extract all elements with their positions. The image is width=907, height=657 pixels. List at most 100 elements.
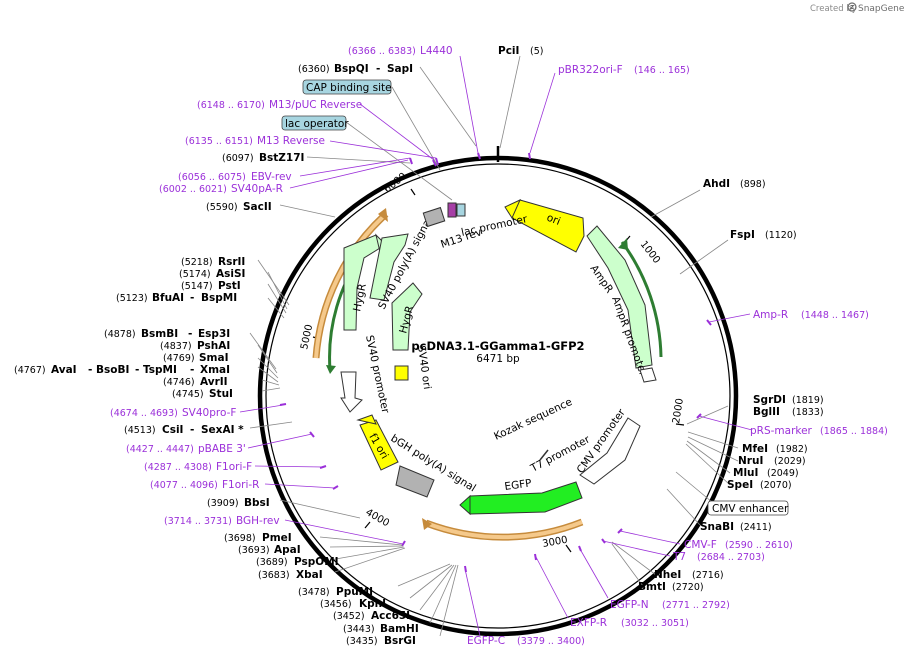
credit-brand: SnapGene xyxy=(858,4,905,14)
primer-prs-marker-name: pRS-marker xyxy=(750,425,813,437)
enzyme-bsrgi-pos: (3435) xyxy=(346,636,378,647)
enzyme-group-b: BspMI xyxy=(201,292,237,304)
enzyme-kpni-pos: (3456) xyxy=(320,599,352,610)
enzyme-ppumi-pos: (3478) xyxy=(298,587,330,598)
enzyme-triple-sep2: - xyxy=(135,364,139,376)
enzyme-group-pos: (4878) xyxy=(104,329,136,340)
enzyme-group-b: Esp3I xyxy=(198,328,230,340)
enzyme-bstz17i-pos: (6097) xyxy=(222,153,254,164)
primer-t7-range: (2684 .. 2703) xyxy=(697,552,765,563)
cmv-enhancer-label: CMV enhancer xyxy=(712,503,789,515)
primer-sv40pro-f-range: (4674 .. 4693) xyxy=(110,408,178,419)
feature-grey-box xyxy=(422,206,446,228)
cmv-enhancer-box: CMV enhancer xyxy=(707,500,789,516)
enzyme-sgrdi-name: SgrDI xyxy=(753,394,786,406)
tick-label-2000: 2000 xyxy=(671,398,686,425)
enzyme-fspi-name: FspI xyxy=(730,229,755,241)
cap-binding-site-box: CAP binding site xyxy=(302,79,392,95)
enzyme-group-pos: (5123) xyxy=(116,293,148,304)
enzyme-bstz17i-name: BstZ17I xyxy=(259,152,304,164)
primer-pbr322ori-f-name: pBR322ori-F xyxy=(558,64,623,76)
primer-leader-lines xyxy=(239,55,753,637)
enzyme-apai-name: ApaI xyxy=(274,544,301,556)
enzyme-xbai-pos: (3683) xyxy=(258,570,290,581)
tick-label-5000: 5000 xyxy=(299,323,315,350)
feature-ampr-shape xyxy=(586,225,653,369)
feature-bgh-shape xyxy=(395,465,435,498)
enzyme-ahdi-name: AhdI xyxy=(703,178,730,190)
enzyme-pcii-name: PciI xyxy=(498,45,519,57)
feature-lacop-box xyxy=(456,203,466,217)
feature-sv40-promoter-shape xyxy=(340,371,363,413)
primer-egfp-c-range: (3379 .. 3400) xyxy=(517,636,585,647)
enzyme-xbai-name: XbaI xyxy=(296,569,323,581)
primer-bghrev-name: BGH-rev xyxy=(236,515,280,527)
enzyme-group-a: CsiI xyxy=(162,424,183,436)
primer-f1ori-r-range: (4077 .. 4096) xyxy=(150,480,218,491)
tick-label-3000: 3000 xyxy=(542,535,569,550)
enzyme-psti-name: PstI xyxy=(218,280,241,292)
enzyme-labels: PciI (5) AhdI (898) FspI (1120) SgrDI (1… xyxy=(498,45,824,593)
enzyme-rsrii-name: RsrII xyxy=(218,256,245,268)
enzyme-bsrgi-name: BsrGI xyxy=(384,635,416,647)
enzyme-nhei-name: NheI xyxy=(654,569,681,581)
enzyme-bmti-pos: (2720) xyxy=(672,582,704,593)
enzyme-triple-b: BsoBI xyxy=(96,364,129,376)
primer-l4440-name: L4440 xyxy=(420,45,453,57)
enzyme-group-pos: (6360) xyxy=(298,64,330,75)
primer-pbabe3-range: (4427 .. 4447) xyxy=(126,444,194,455)
enzyme-mlui-name: MluI xyxy=(733,467,758,479)
enzyme-triple-d: XmaI xyxy=(200,364,230,376)
enzyme-spei-pos: (2070) xyxy=(760,480,792,491)
enzyme-spei-name: SpeI xyxy=(727,479,753,491)
snapgene-logo-icon xyxy=(847,2,857,12)
primer-f1ori-f-range: (4287 .. 4308) xyxy=(144,462,212,473)
enzyme-acc65i-pos: (3452) xyxy=(333,611,365,622)
primer-f1ori-f-name: F1ori-F xyxy=(216,461,252,473)
plasmid-length: 6471 bp xyxy=(476,353,520,365)
primer-sv40par-name: SV40pA-R xyxy=(231,183,283,195)
feature-kozak-label: Kozak sequence xyxy=(492,396,574,443)
primer-m13puc-range: (6148 .. 6170) xyxy=(197,100,265,111)
enzyme-smai-pos: (4769) xyxy=(163,353,195,364)
enzyme-ahdi-pos: (898) xyxy=(740,179,766,190)
enzyme-triple-pos: (4767) xyxy=(14,365,46,376)
enzyme-bbsi-pos: (3909) xyxy=(207,498,239,509)
leader-lines xyxy=(249,55,739,637)
enzyme-group-bfuai: (5123) BfuAI - BspMI xyxy=(116,292,237,304)
feature-cmv-promoter-shape xyxy=(579,417,641,485)
enzyme-kpni-name: KpnI xyxy=(359,598,386,610)
enzyme-group-sep: - xyxy=(190,424,194,436)
enzyme-stui-pos: (4745) xyxy=(172,389,204,400)
enzyme-mfei-name: MfeI xyxy=(742,443,768,455)
enzyme-snabi-name: SnaBI xyxy=(700,521,734,533)
enzyme-group-csii: (4513) CsiI - SexAI * xyxy=(124,424,244,436)
enzyme-psti-pos: (5147) xyxy=(181,281,213,292)
primer-labels: (6366 .. 6383) L4440 pBR322ori-F (146 ..… xyxy=(110,45,888,647)
enzyme-group-sep: - xyxy=(190,292,194,304)
enzyme-avrii-pos: (4746) xyxy=(163,377,195,388)
primer-ebvrev-name: EBV-rev xyxy=(251,171,292,183)
enzyme-bamhi-name: BamHI xyxy=(380,623,419,635)
enzyme-bglii-pos: (1833) xyxy=(792,407,824,418)
backbone-inner xyxy=(265,163,731,629)
primer-t7-name: T7 xyxy=(672,551,686,563)
primer-f1ori-r-name: F1ori-R xyxy=(222,479,259,491)
enzyme-bbsi-name: BbsI xyxy=(244,497,270,509)
feature-egfp-label: EGFP xyxy=(504,477,533,493)
enzyme-group-bspqi: (6360) BspQI - SapI xyxy=(298,63,413,75)
enzyme-group-b: SexAI * xyxy=(201,424,244,436)
enzyme-bglii-name: BglII xyxy=(753,406,780,418)
enzyme-mfei-pos: (1982) xyxy=(776,444,808,455)
enzyme-labels-left: (4745) StuI (4746) AvrII (4769) SmaI (48… xyxy=(160,152,304,400)
primer-exfp-r-range: (3032 .. 3051) xyxy=(621,618,689,629)
enzyme-bamhi-pos: (3443) xyxy=(343,624,375,635)
outer-orange-arcs xyxy=(312,208,584,541)
feature-ori-label: ori xyxy=(545,212,562,228)
primer-exfp-r-name: EXFP-R xyxy=(570,617,607,629)
feature-sv40-ori-shape xyxy=(394,365,409,381)
enzyme-smai-name: SmaI xyxy=(199,352,229,364)
feature-sv40-polya-shape xyxy=(369,233,409,301)
primer-cmv-f-range: (2590 .. 2610) xyxy=(725,540,793,551)
primer-l4440-range: (6366 .. 6383) xyxy=(348,46,416,57)
